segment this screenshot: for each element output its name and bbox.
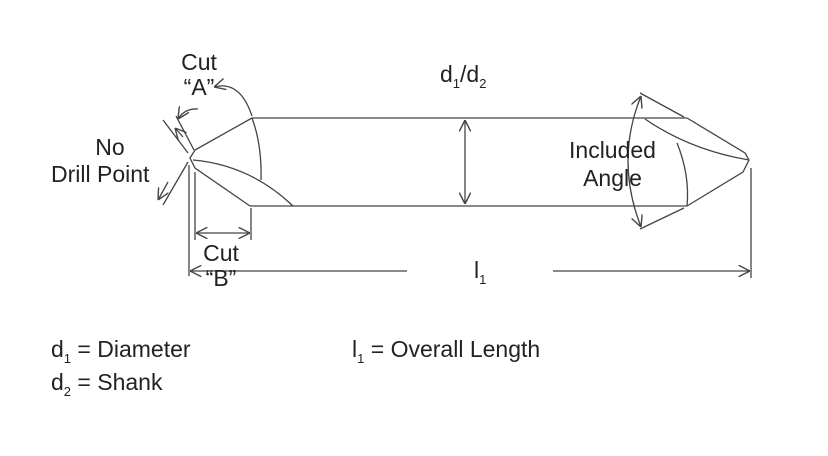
included-angle-ext-bottom — [639, 207, 685, 230]
legend-shank: d2 = Shank — [51, 370, 162, 404]
legend-diameter: d1 = Diameter — [51, 337, 191, 371]
no-drill-ext — [162, 119, 189, 154]
l-symbol: l — [474, 257, 480, 283]
right-point — [686, 117, 750, 207]
diameter-label: d1/d2 — [440, 62, 486, 96]
cut-a-arrow-right — [214, 86, 253, 117]
cut-a-label-2: “A” — [183, 74, 215, 100]
legend-text: = Overall Length — [364, 336, 541, 362]
cut-a-arrow-left — [178, 109, 199, 119]
no-drill-label-1: No — [95, 134, 125, 160]
included-angle-arc — [627, 96, 641, 227]
legend-text: = Shank — [71, 369, 163, 395]
left-point — [189, 117, 253, 207]
no-drill-label-2: Drill Point — [51, 161, 150, 187]
no-drill-arrow-bottom — [158, 181, 168, 200]
included-angle-ext-top — [639, 92, 685, 118]
legend-overall-length: l1 = Overall Length — [352, 337, 540, 371]
cut-b-label-1: Cut — [203, 240, 239, 266]
legend-subscript: 1 — [63, 351, 72, 366]
legend-symbol: d — [51, 369, 64, 395]
legend-symbol: l — [352, 336, 358, 362]
d-symbol: d — [440, 61, 453, 87]
no-drill-arrow-top — [175, 128, 183, 137]
right-flute-curve — [644, 118, 750, 161]
right-cut-arc — [676, 142, 689, 207]
left-flute-curve — [192, 159, 294, 207]
legend-subscript: 1 — [357, 351, 365, 366]
cut-b-label-2: “B” — [205, 265, 237, 291]
l-subscript: 1 — [479, 272, 487, 287]
d-subscript-2: 2 — [479, 76, 487, 91]
left-cut-arc — [251, 117, 262, 181]
included-angle-label-1: Included — [569, 137, 656, 163]
d-separator: /d — [460, 61, 480, 87]
length-label: l1 — [474, 258, 486, 292]
d-subscript-1: 1 — [452, 76, 461, 91]
legend-subscript: 2 — [63, 384, 72, 399]
included-angle-label-2: Angle — [583, 165, 642, 191]
legend-symbol: d — [51, 336, 64, 362]
legend-text: = Diameter — [71, 336, 191, 362]
cut-a-label-1: Cut — [181, 49, 217, 75]
